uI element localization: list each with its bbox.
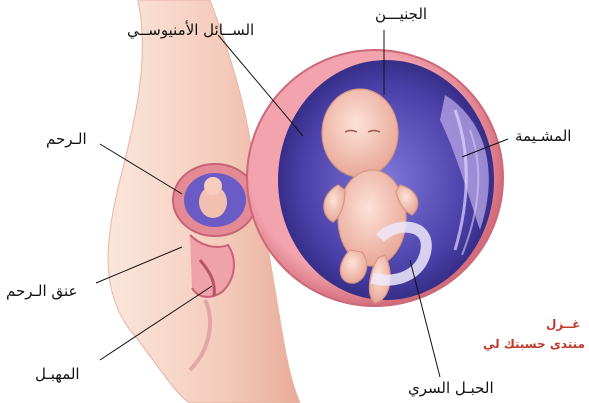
label-uterus: الـرحم: [46, 130, 87, 148]
label-placenta: المشـيمة: [515, 127, 571, 145]
label-vagina: المهبـل: [35, 365, 80, 383]
credit-line-2: منتدى حسبتك لي: [483, 337, 585, 351]
credit-line-1: غــزل: [546, 317, 580, 331]
label-amniotic-fluid: الســائل الأمنيوســي: [127, 21, 254, 39]
label-fetus: الجنيـــن: [375, 5, 427, 23]
label-cervix: عنق الـرحم: [6, 282, 77, 300]
label-umbilical-cord: الحبـل السري: [408, 379, 494, 397]
